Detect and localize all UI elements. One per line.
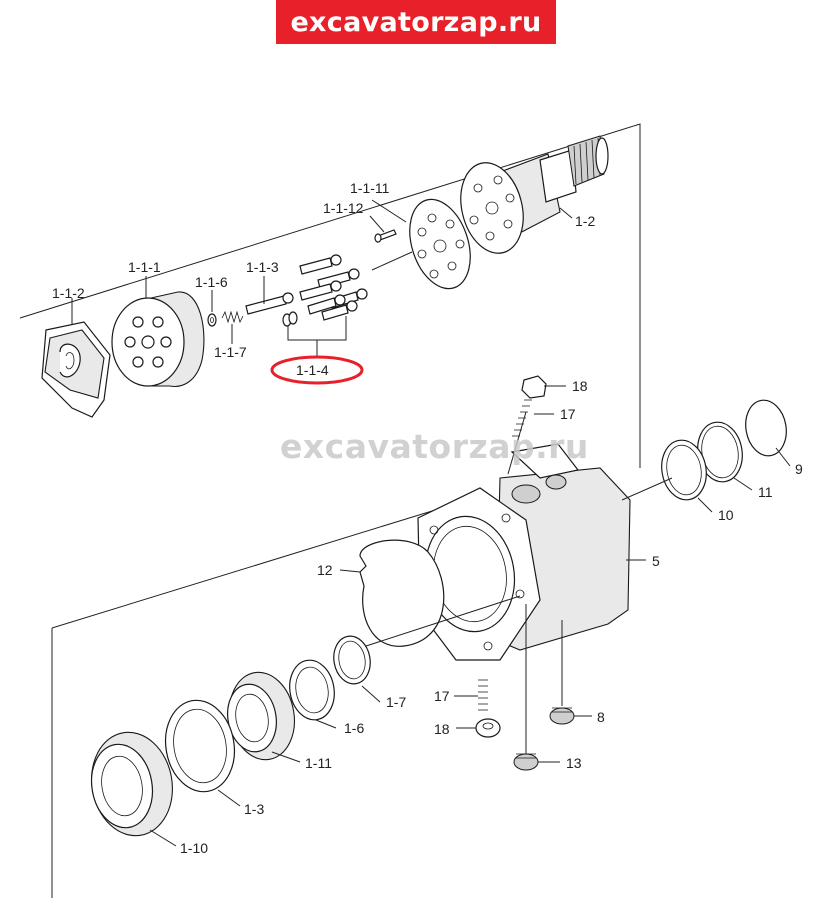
label-1-7: 1-7 <box>386 694 406 710</box>
label-18-top: 18 <box>572 378 588 394</box>
label-18-bottom: 18 <box>434 721 450 737</box>
assembly-frame <box>19 123 641 898</box>
part-1-3-oil-seal <box>164 699 236 793</box>
part-1-1-7-spring <box>221 310 244 324</box>
site-banner: excavatorzap.ru <box>276 0 556 44</box>
label-17-top: 17 <box>560 406 576 422</box>
part-11-spacer-ring <box>697 421 743 483</box>
part-10-ring <box>661 439 707 501</box>
part-12-gasket <box>359 539 445 647</box>
part-1-10-taper-bearing <box>90 731 173 837</box>
label-9: 9 <box>795 461 803 477</box>
part-17-bottom-screw <box>478 679 488 711</box>
label-5: 5 <box>652 553 660 569</box>
label-1-6: 1-6 <box>344 720 364 736</box>
callout-labels: 1-1-11 1-1-12 1-2 1-1-1 1-1-6 1-1-3 1-1-… <box>52 180 803 856</box>
label-1-3: 1-3 <box>244 801 264 817</box>
watermark: excavatorzap.ru <box>280 427 589 466</box>
part-1-7-snap-ring <box>333 635 371 685</box>
leader-lines <box>71 199 791 847</box>
part-18-bottom-plug <box>475 718 501 738</box>
banner-text: excavatorzap.ru <box>290 6 542 38</box>
label-10: 10 <box>718 507 734 523</box>
part-1-1-2-valve-plate <box>41 321 111 418</box>
part-1-11-bearing <box>227 671 295 761</box>
part-18-top-plug <box>521 375 547 399</box>
part-1-1-12-screw <box>374 229 397 243</box>
label-1-1-2: 1-1-2 <box>52 285 85 301</box>
label-1-2: 1-2 <box>575 213 595 229</box>
label-13: 13 <box>566 755 582 771</box>
label-1-10: 1-10 <box>180 840 208 856</box>
label-12: 12 <box>317 562 333 578</box>
part-1-1-6-washer <box>207 313 217 327</box>
part-13-plug <box>513 753 539 771</box>
part-1-6-shim <box>289 659 335 721</box>
part-1-2-drive-shaft <box>460 135 609 254</box>
label-11: 11 <box>758 484 773 500</box>
label-1-11: 1-11 <box>305 755 332 771</box>
part-17-top-screw <box>512 399 532 437</box>
label-17-bottom: 17 <box>434 688 450 704</box>
label-1-1-7: 1-1-7 <box>214 344 247 360</box>
label-1-1-1: 1-1-1 <box>128 259 161 275</box>
label-1-1-12: 1-1-12 <box>323 200 364 216</box>
label-1-1-6: 1-1-6 <box>195 274 228 290</box>
highlight-ellipse <box>270 355 364 385</box>
part-1-1-1-cylinder-block <box>111 291 205 387</box>
part-1-1-4-pistons <box>282 254 368 356</box>
part-1-1-3-pin <box>245 292 294 315</box>
label-1-1-3: 1-1-3 <box>246 259 279 275</box>
part-8-plug <box>549 707 575 725</box>
label-1-1-4: 1-1-4 <box>296 362 329 378</box>
part-5-motor-housing <box>417 443 631 661</box>
part-9-retaining-ring <box>745 399 787 457</box>
part-1-1-11-retainer-plate <box>409 198 471 290</box>
label-1-1-11: 1-1-11 <box>350 180 390 196</box>
label-8: 8 <box>597 709 605 725</box>
